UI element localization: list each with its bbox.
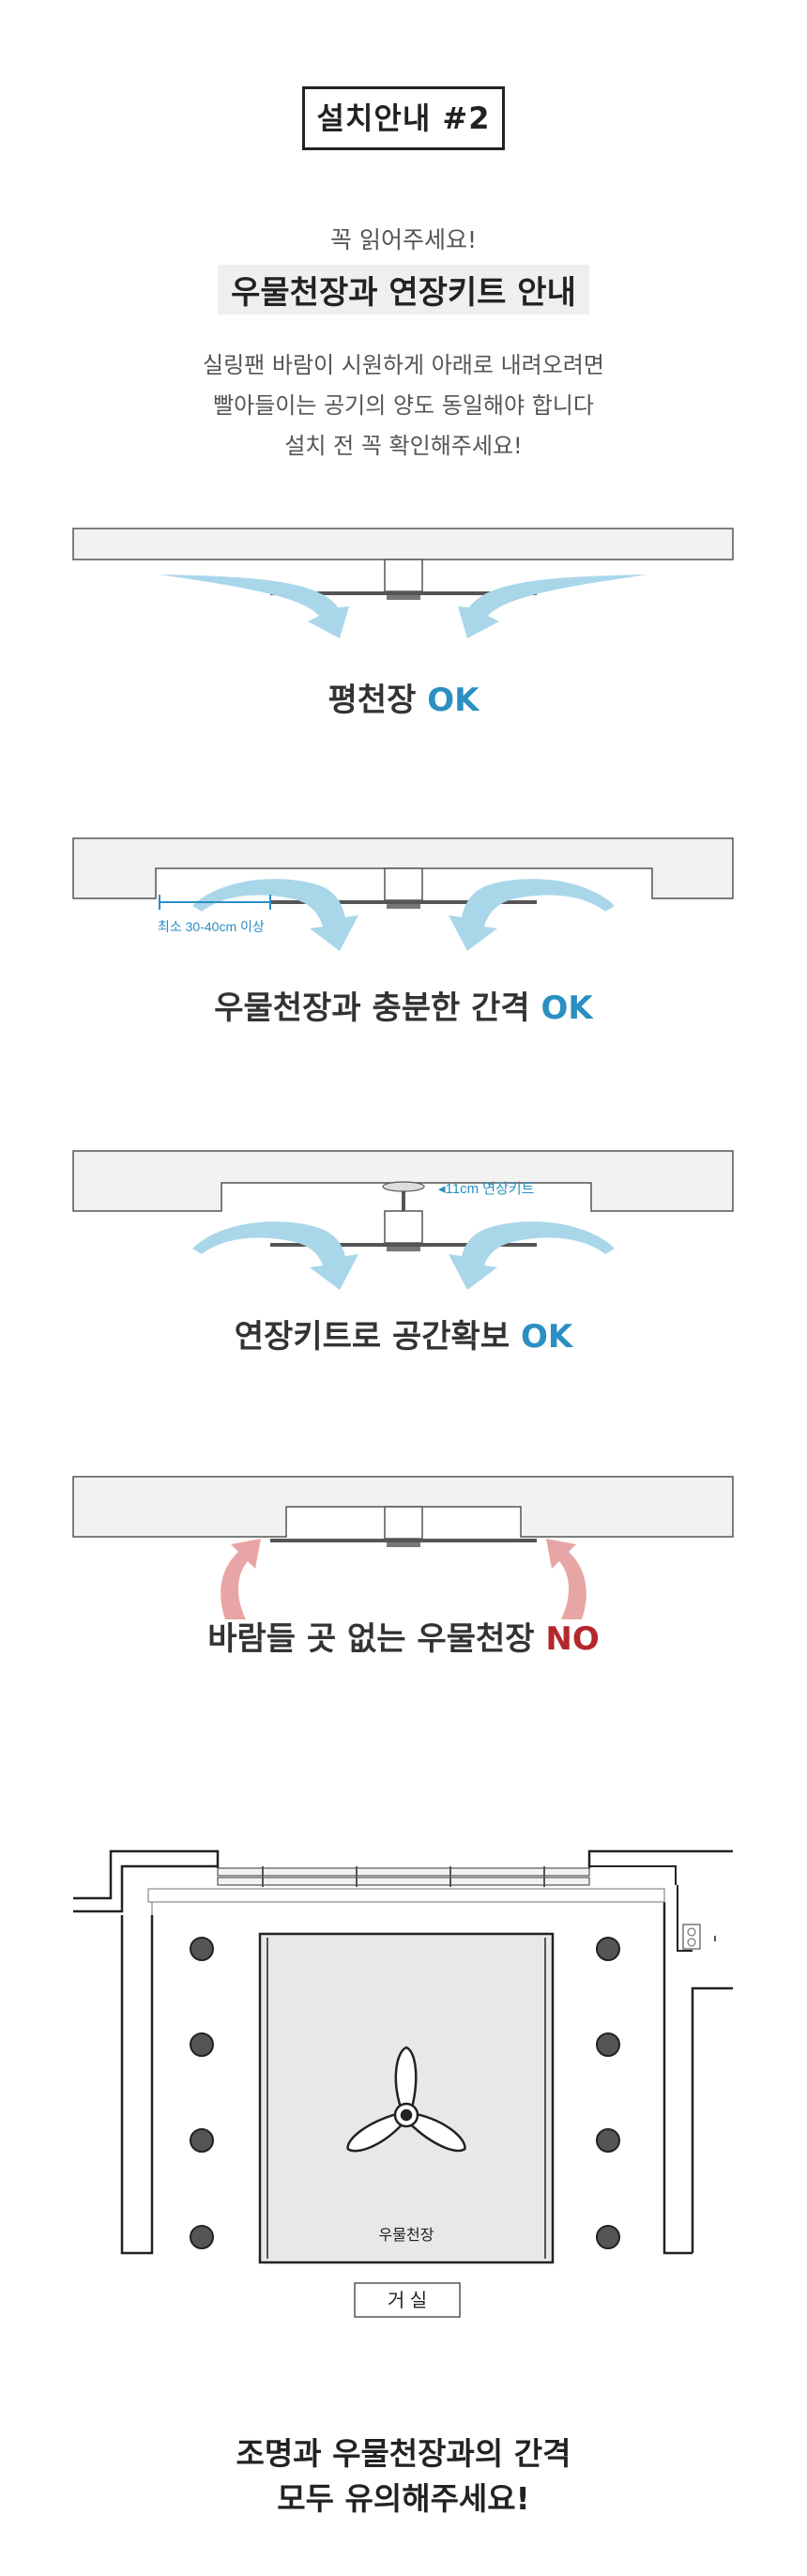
case-caption: 우물천장과 충분한 간격 OK — [0, 982, 807, 1028]
case-caption-text: 평천장 — [327, 682, 417, 719]
headline-wrap: 우물천장과 연장키트 안내 — [0, 265, 807, 314]
case-caption-text: 연장키트로 공간확보 — [234, 1318, 510, 1356]
case-caption: 연장키트로 공간확보 OK — [0, 1311, 807, 1357]
footer-note: 조명과 우물천장과의 간격 모두 유의해주세요! — [0, 2431, 807, 2522]
coffer-ceiling-label: 우물천장 — [379, 2227, 434, 2244]
status-ok: OK — [520, 1318, 573, 1356]
description: 실링팬 바람이 시원하게 아래로 내려오려면 빨아들이는 공기의 양도 동일해야… — [0, 345, 807, 467]
status-no: NO — [545, 1620, 600, 1658]
case-caption-text: 바람들 곳 없는 우물천장 — [207, 1620, 535, 1658]
coffer-gap-diagram: 최소 30-40cm 이상 — [72, 837, 734, 951]
room-label: 거 실 — [388, 2290, 427, 2311]
status-ok: OK — [541, 989, 593, 1027]
status-ok: OK — [427, 682, 480, 719]
headline: 우물천장과 연장키트 안내 — [218, 265, 589, 314]
description-line: 빨아들이는 공기의 양도 동일해야 합니다 — [213, 392, 594, 419]
footer-line: 모두 유의해주세요! — [277, 2480, 530, 2517]
case-caption-text: 우물천장과 충분한 간격 — [214, 989, 530, 1027]
footer-line: 조명과 우물천장과의 간격 — [236, 2435, 571, 2472]
flat-ceiling-diagram — [72, 528, 734, 638]
description-line: 실링팬 바람이 시원하게 아래로 내려오려면 — [203, 352, 604, 378]
notice-subtitle: 꼭 읽어주세요! — [330, 226, 477, 253]
floor-plan: 우물천장 거 실 — [73, 1849, 733, 2318]
coffer-no-gap-diagram — [72, 1476, 734, 1619]
extension-kit-note: ◂11cm 연장키트 — [438, 1181, 535, 1197]
title-badge: 설치안내 #2 — [302, 86, 505, 150]
case-caption: 평천장 OK — [0, 674, 807, 720]
case-caption: 바람들 곳 없는 우물천장 NO — [0, 1613, 807, 1659]
gap-note: 최소 30-40cm 이상 — [158, 919, 265, 934]
extension-kit-diagram: ◂11cm 연장키트 — [72, 1150, 734, 1290]
description-line: 설치 전 꼭 확인해주세요! — [284, 433, 523, 459]
